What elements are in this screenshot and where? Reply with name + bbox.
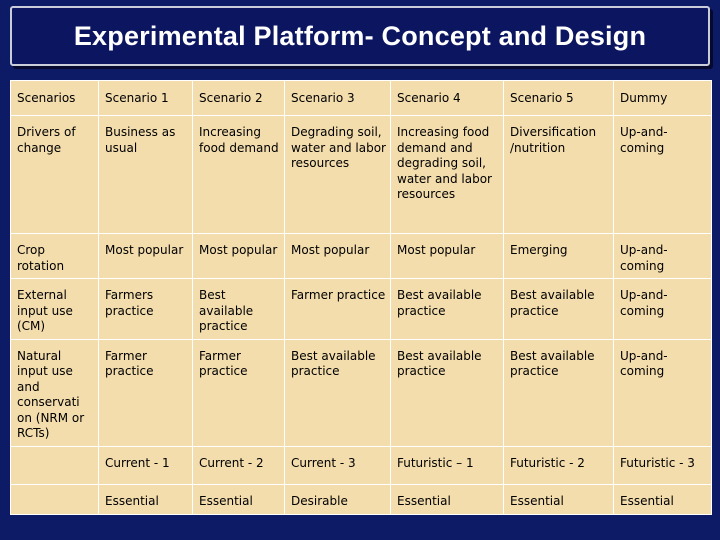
- table-cell: Current - 2: [192, 445, 285, 485]
- table-cell: Emerging: [503, 233, 614, 279]
- empty-cell: [10, 483, 99, 515]
- table-cell: Futuristic - 2: [503, 445, 614, 485]
- table-cell: Best available practice: [390, 338, 504, 447]
- header-cell: Scenario 5: [503, 80, 614, 116]
- table-cell: Futuristic - 3: [613, 445, 712, 485]
- table-row: Drivers of change Business as usual Incr…: [10, 115, 712, 234]
- row-label-cell: Natural input use and conservati on (NRM…: [10, 338, 99, 447]
- table-cell: Desirable: [284, 483, 391, 515]
- header-cell: Scenario 1: [98, 80, 193, 116]
- header-cell: Scenarios: [10, 80, 99, 116]
- table-cell: Best available practice: [192, 278, 285, 340]
- table-cell: Essential: [503, 483, 614, 515]
- table-cell: Up-and-coming: [613, 233, 712, 279]
- table-cell: Diversification /nutrition: [503, 115, 614, 234]
- table-cell: Increasing food demand: [192, 115, 285, 234]
- table-cell: Current - 1: [98, 445, 193, 485]
- table-row: External input use (CM) Farmers practice…: [10, 278, 712, 340]
- table-row: Crop rotation Most popular Most popular …: [10, 233, 712, 279]
- table-cell: Best available practice: [390, 278, 504, 340]
- table-cell: Increasing food demand and degrading soi…: [390, 115, 504, 234]
- table-cell: Essential: [98, 483, 193, 515]
- row-label-cell: Crop rotation: [10, 233, 99, 279]
- table-cell: Best available practice: [503, 278, 614, 340]
- table-cell: Essential: [192, 483, 285, 515]
- table-cell: Futuristic – 1: [390, 445, 504, 485]
- table-cell: Farmers practice: [98, 278, 193, 340]
- table-cell: Most popular: [390, 233, 504, 279]
- table-cell: Most popular: [98, 233, 193, 279]
- table-cell: Farmer practice: [98, 338, 193, 447]
- table-cell: Current - 3: [284, 445, 391, 485]
- slide-title: Experimental Platform- Concept and Desig…: [73, 20, 647, 51]
- table-row: Essential Essential Desirable Essential …: [10, 483, 712, 515]
- header-cell: Scenario 4: [390, 80, 504, 116]
- table-cell: Degrading soil, water and labor resource…: [284, 115, 391, 234]
- row-label-cell: Drivers of change: [10, 115, 99, 234]
- table-cell: Farmer practice: [284, 278, 391, 340]
- table-cell: Essential: [390, 483, 504, 515]
- table-cell: Essential: [613, 483, 712, 515]
- table-cell: Up-and-coming: [613, 115, 712, 234]
- header-cell: Scenario 3: [284, 80, 391, 116]
- table-cell: Most popular: [284, 233, 391, 279]
- table-cell: Business as usual: [98, 115, 193, 234]
- scenario-table: Scenarios Scenario 1 Scenario 2 Scenario…: [10, 80, 712, 515]
- title-banner: Experimental Platform- Concept and Desig…: [10, 6, 710, 66]
- table-cell: Most popular: [192, 233, 285, 279]
- row-label-cell: External input use (CM): [10, 278, 99, 340]
- empty-cell: [10, 445, 99, 485]
- table-cell: Up-and-coming: [613, 278, 712, 340]
- table-cell: Best available practice: [284, 338, 391, 447]
- table-cell: Best available practice: [503, 338, 614, 447]
- table-cell: Up-and-coming: [613, 338, 712, 447]
- table-cell: Farmer practice: [192, 338, 285, 447]
- table-row: Natural input use and conservati on (NRM…: [10, 338, 712, 447]
- table-row: Current - 1 Current - 2 Current - 3 Futu…: [10, 445, 712, 485]
- header-cell: Dummy: [613, 80, 712, 116]
- header-cell: Scenario 2: [192, 80, 285, 116]
- table-header-row: Scenarios Scenario 1 Scenario 2 Scenario…: [10, 80, 712, 116]
